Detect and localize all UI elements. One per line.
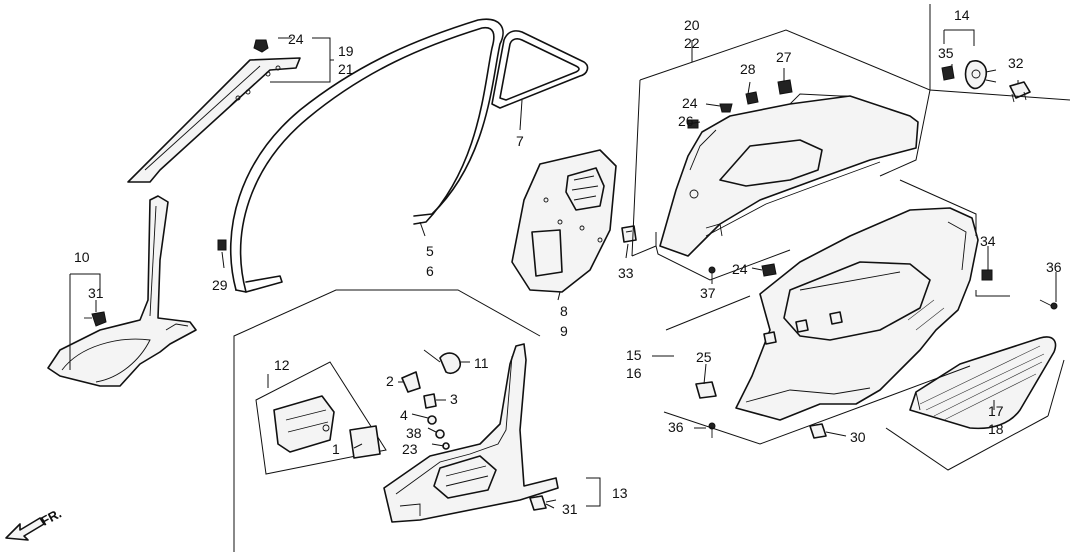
pillar-lower-trim [47,195,197,387]
clip-30 [809,423,827,439]
quarter-glass-weatherstrip [491,30,589,109]
callout-15: 15 [626,347,642,363]
center-pillar-trim [383,343,559,523]
callout-8: 8 [560,303,568,319]
clip-24-lower [761,263,777,277]
inner-panel-bracket [511,149,617,293]
callout-11: 11 [474,355,489,371]
callout-37: 37 [700,285,716,301]
callout-19: 19 [338,43,354,59]
callout-29: 29 [212,277,228,293]
callout-27: 27 [776,49,792,65]
callout-25: 25 [696,349,712,365]
leader-lines [221,40,1057,509]
callout-9: 9 [560,323,568,339]
callout-21: 21 [338,61,354,77]
callout-labels: 24 19 21 10 31 29 5 6 7 8 9 33 20 22 28 … [74,7,1062,517]
door-opening-weatherstrip [229,18,504,293]
callout-24c: 24 [732,261,748,277]
screw-36-lower [708,422,716,438]
lower-rear-trim-panel [735,207,979,421]
clip-29 [217,239,227,251]
handle-bracket-inset [255,361,387,475]
callout-24b: 24 [682,95,698,111]
callout-4: 4 [400,407,408,423]
callout-7: 7 [516,133,524,149]
callout-36a: 36 [1046,259,1062,275]
callout-14: 14 [954,7,970,23]
callout-23: 23 [402,441,418,457]
callout-12: 12 [274,357,290,373]
callout-36b: 36 [668,419,684,435]
callout-31b: 31 [562,501,578,517]
group-boundaries [233,4,1071,552]
a-pillar-garnish [127,57,301,183]
callout-brackets [69,29,1019,507]
callout-13: 13 [612,485,628,501]
clip-31-lower [529,495,557,511]
upper-rear-trim-panel [659,93,919,257]
callout-17: 17 [988,403,1004,419]
speaker-grille [909,336,1057,430]
clip-25 [695,381,717,399]
screw-36-right [1039,299,1058,310]
callout-32: 32 [1008,55,1024,71]
callout-31a: 31 [88,285,104,301]
callout-33: 33 [618,265,634,281]
callout-18: 18 [988,421,1004,437]
callout-1: 1 [332,441,340,457]
clip-34 [981,269,993,281]
callout-5: 5 [426,243,434,259]
callout-2: 2 [386,373,394,389]
callout-22: 22 [684,35,700,51]
callout-30: 30 [850,429,866,445]
callout-26: 26 [678,113,694,129]
seat-belt-anchor-parts [941,60,1031,103]
clip-24-top [253,39,269,53]
callout-16: 16 [626,365,642,381]
clip-33 [621,225,637,243]
clip-31-left [84,311,107,327]
front-direction-arrow: FR. [5,506,64,541]
callout-20: 20 [684,17,700,33]
callout-28: 28 [740,61,756,77]
clips-upper-panel [687,79,793,129]
latch-parts [401,349,462,450]
callout-24a: 24 [288,31,304,47]
callout-38: 38 [406,425,422,441]
callout-34: 34 [980,233,996,249]
callout-10: 10 [74,249,90,265]
callout-6: 6 [426,263,434,279]
callout-35: 35 [938,45,954,61]
callout-3: 3 [450,391,458,407]
